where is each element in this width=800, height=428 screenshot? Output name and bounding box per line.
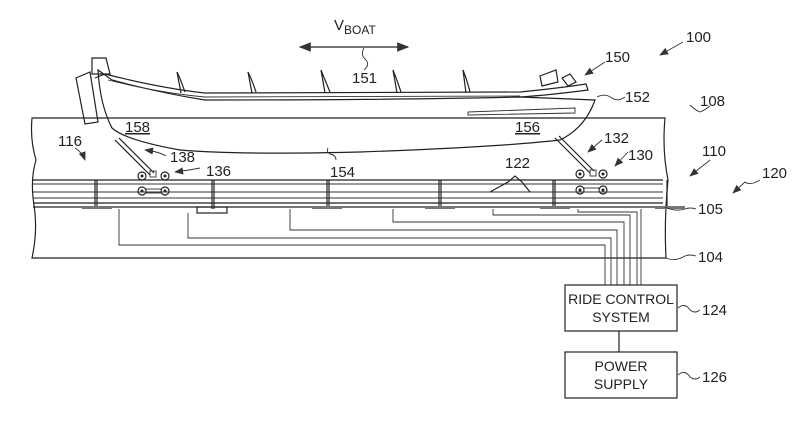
label-150: 150 bbox=[605, 49, 630, 66]
svg-text:SYSTEM: SYSTEM bbox=[592, 309, 650, 325]
label-120: 120 bbox=[762, 165, 787, 182]
power-supply-box: POWER SUPPLY bbox=[564, 351, 678, 399]
label-104: 104 bbox=[698, 249, 723, 266]
label-130: 130 bbox=[628, 147, 653, 164]
track-segment bbox=[489, 175, 531, 193]
rear-bogie bbox=[575, 169, 608, 195]
label-136: 136 bbox=[206, 163, 231, 180]
leader-lines bbox=[74, 41, 761, 380]
track-posts bbox=[82, 180, 685, 214]
label-122: 122 bbox=[505, 155, 530, 172]
svg-text:SUPPLY: SUPPLY bbox=[594, 376, 649, 392]
label-138: 138 bbox=[170, 149, 195, 166]
label-154: 154 bbox=[330, 164, 355, 181]
track-rails bbox=[33, 179, 665, 208]
velocity-label: VBOAT bbox=[334, 17, 376, 37]
label-126: 126 bbox=[702, 369, 727, 386]
control-wiring bbox=[118, 209, 642, 285]
label-124: 124 bbox=[702, 302, 727, 319]
label-100: 100 bbox=[686, 29, 711, 46]
label-105: 105 bbox=[698, 201, 723, 218]
label-132: 132 bbox=[604, 130, 629, 147]
boat bbox=[75, 57, 596, 154]
rear-support-arm bbox=[554, 135, 597, 177]
label-156: 156 bbox=[515, 119, 540, 136]
label-151: 151 bbox=[352, 70, 377, 87]
ride-control-system-box: RIDE CONTROL SYSTEM bbox=[564, 284, 678, 332]
label-158: 158 bbox=[125, 119, 150, 136]
label-152: 152 bbox=[625, 89, 650, 106]
svg-text:RIDE CONTROL: RIDE CONTROL bbox=[568, 291, 674, 307]
label-116: 116 bbox=[58, 133, 82, 150]
label-108: 108 bbox=[700, 93, 725, 110]
label-110: 110 bbox=[702, 143, 726, 160]
svg-text:POWER: POWER bbox=[595, 358, 648, 374]
velocity-arrow: VBOAT 151 bbox=[298, 17, 410, 87]
water-channel bbox=[30, 117, 669, 259]
front-support-arm bbox=[114, 137, 157, 178]
